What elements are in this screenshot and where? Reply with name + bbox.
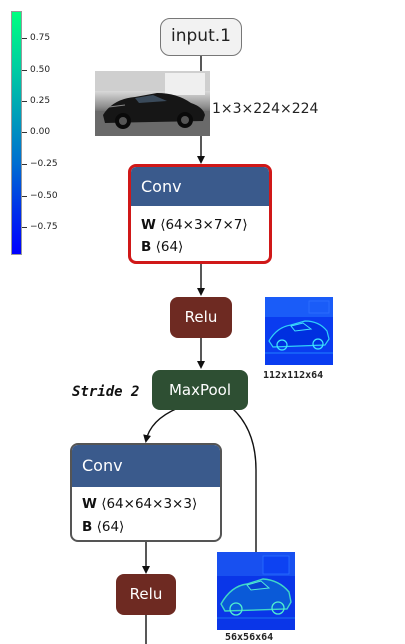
conv1-bias-key: B bbox=[141, 239, 152, 255]
colorbar bbox=[11, 11, 22, 255]
colorbar-tick bbox=[22, 196, 27, 197]
maxpool-node[interactable]: MaxPool bbox=[152, 370, 248, 410]
colorbar-tick bbox=[22, 164, 27, 165]
colorbar-tick bbox=[22, 227, 27, 228]
relu1-node[interactable]: Relu bbox=[170, 297, 232, 338]
relu1-feature-map-label: 112x112x64 bbox=[263, 370, 324, 381]
conv2-weight-key: W bbox=[82, 496, 97, 512]
colorbar-tick-label: 0.50 bbox=[30, 65, 51, 75]
colorbar-tick-label: 0.75 bbox=[30, 33, 51, 43]
conv1-weight-key: W bbox=[141, 217, 156, 233]
colorbar-tick bbox=[22, 38, 27, 39]
conv2-title: Conv bbox=[72, 445, 220, 487]
conv2-node[interactable]: Conv W ⟨64×64×3×3⟩ B ⟨64⟩ bbox=[70, 443, 222, 542]
colorbar-tick-label: −0.75 bbox=[30, 222, 58, 232]
conv1-title: Conv bbox=[131, 167, 269, 206]
colorbar-tick bbox=[22, 101, 27, 102]
relu2-node[interactable]: Relu bbox=[116, 574, 176, 615]
colorbar-tick bbox=[22, 132, 27, 133]
colorbar-tick-label: −0.50 bbox=[30, 191, 58, 201]
conv1-weight-shape: ⟨64×3×7×7⟩ bbox=[160, 217, 248, 233]
relu1-feature-map bbox=[265, 297, 333, 365]
edge-maxpool-to-conv2 bbox=[143, 407, 179, 443]
conv1-node[interactable]: Conv W ⟨64×3×7×7⟩ B ⟨64⟩ bbox=[128, 164, 272, 264]
conv2-params: W ⟨64×64×3×3⟩ B ⟨64⟩ bbox=[72, 487, 220, 539]
input-shape-label: 1×3×224×224 bbox=[212, 101, 319, 117]
conv2-bias-shape: ⟨64⟩ bbox=[96, 519, 125, 535]
relu2-feature-map bbox=[217, 552, 295, 630]
conv2-bias-key: B bbox=[82, 519, 93, 535]
conv1-bias-shape: ⟨64⟩ bbox=[155, 239, 184, 255]
conv1-params: W ⟨64×3×7×7⟩ B ⟨64⟩ bbox=[131, 206, 269, 258]
colorbar-tick-label: 0.25 bbox=[30, 96, 51, 106]
colorbar-tick-label: 0.00 bbox=[30, 127, 51, 137]
input-node[interactable]: input.1 bbox=[160, 18, 242, 56]
colorbar-tick-label: −0.25 bbox=[30, 159, 58, 169]
edge-maxpool-skip bbox=[231, 407, 257, 552]
maxpool-stride-label: Stride 2 bbox=[72, 384, 140, 400]
colorbar-tick bbox=[22, 70, 27, 71]
relu2-feature-map-label: 56x56x64 bbox=[225, 632, 274, 643]
conv2-weight-shape: ⟨64×64×3×3⟩ bbox=[101, 496, 198, 512]
input-image-thumbnail bbox=[95, 71, 210, 136]
